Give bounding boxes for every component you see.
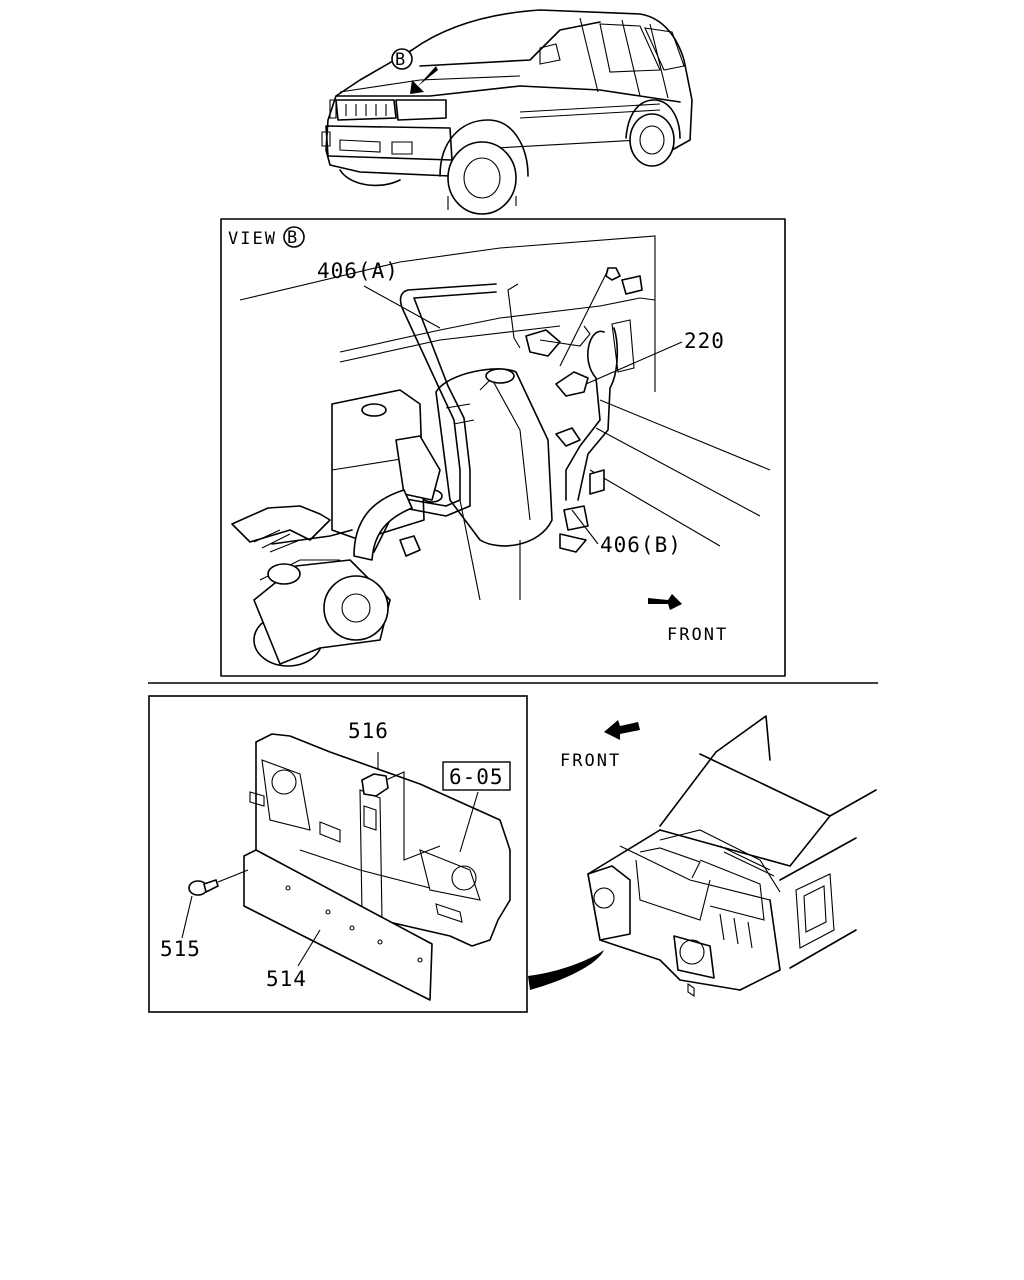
front-direction-arrow-body bbox=[604, 720, 640, 740]
leader-lines-panel bbox=[181, 752, 479, 967]
rear-wheel bbox=[625, 99, 681, 167]
front-wheel bbox=[439, 119, 529, 215]
callout-516: 516 bbox=[348, 719, 389, 743]
view-b-panel: VIEW B bbox=[220, 218, 786, 677]
callout-220: 220 bbox=[684, 329, 725, 353]
clip-screw-515 bbox=[188, 869, 249, 896]
panel-detail: 516 6-05 515 514 bbox=[148, 695, 528, 1013]
splash-panel-514 bbox=[243, 849, 433, 1001]
callout-406b: 406(B) bbox=[600, 533, 682, 557]
callout-515: 515 bbox=[160, 937, 201, 961]
front-direction-arrow-view-b bbox=[648, 594, 682, 610]
front-label-body: FRONT bbox=[560, 751, 621, 771]
hose-clip-220 bbox=[525, 267, 643, 397]
callout-6-05: 6-05 bbox=[449, 765, 504, 789]
front-label-view-b: FRONT bbox=[667, 625, 728, 645]
firewall-structure bbox=[239, 235, 771, 547]
callout-406a: 406(A) bbox=[317, 259, 399, 283]
booster-housing bbox=[435, 368, 553, 601]
view-b-title-circle: B bbox=[287, 228, 299, 248]
detail-pointer-arrow bbox=[528, 950, 604, 990]
view-b-title: VIEW bbox=[228, 229, 277, 249]
intake-hose bbox=[231, 435, 441, 561]
callout-514: 514 bbox=[266, 967, 307, 991]
view-direction-arrow bbox=[410, 66, 438, 94]
cover-pad-516 bbox=[361, 773, 389, 797]
motor-unit bbox=[253, 535, 421, 667]
vacuum-hose-406b bbox=[555, 327, 619, 553]
vehicle-overview: B bbox=[321, 9, 693, 215]
ref-box bbox=[442, 761, 511, 791]
leader-lines-view-b bbox=[363, 269, 683, 545]
front-body-view: FRONT bbox=[560, 715, 877, 998]
view-b-marker: B bbox=[391, 48, 413, 70]
view-b-marker-letter: B bbox=[395, 50, 407, 70]
